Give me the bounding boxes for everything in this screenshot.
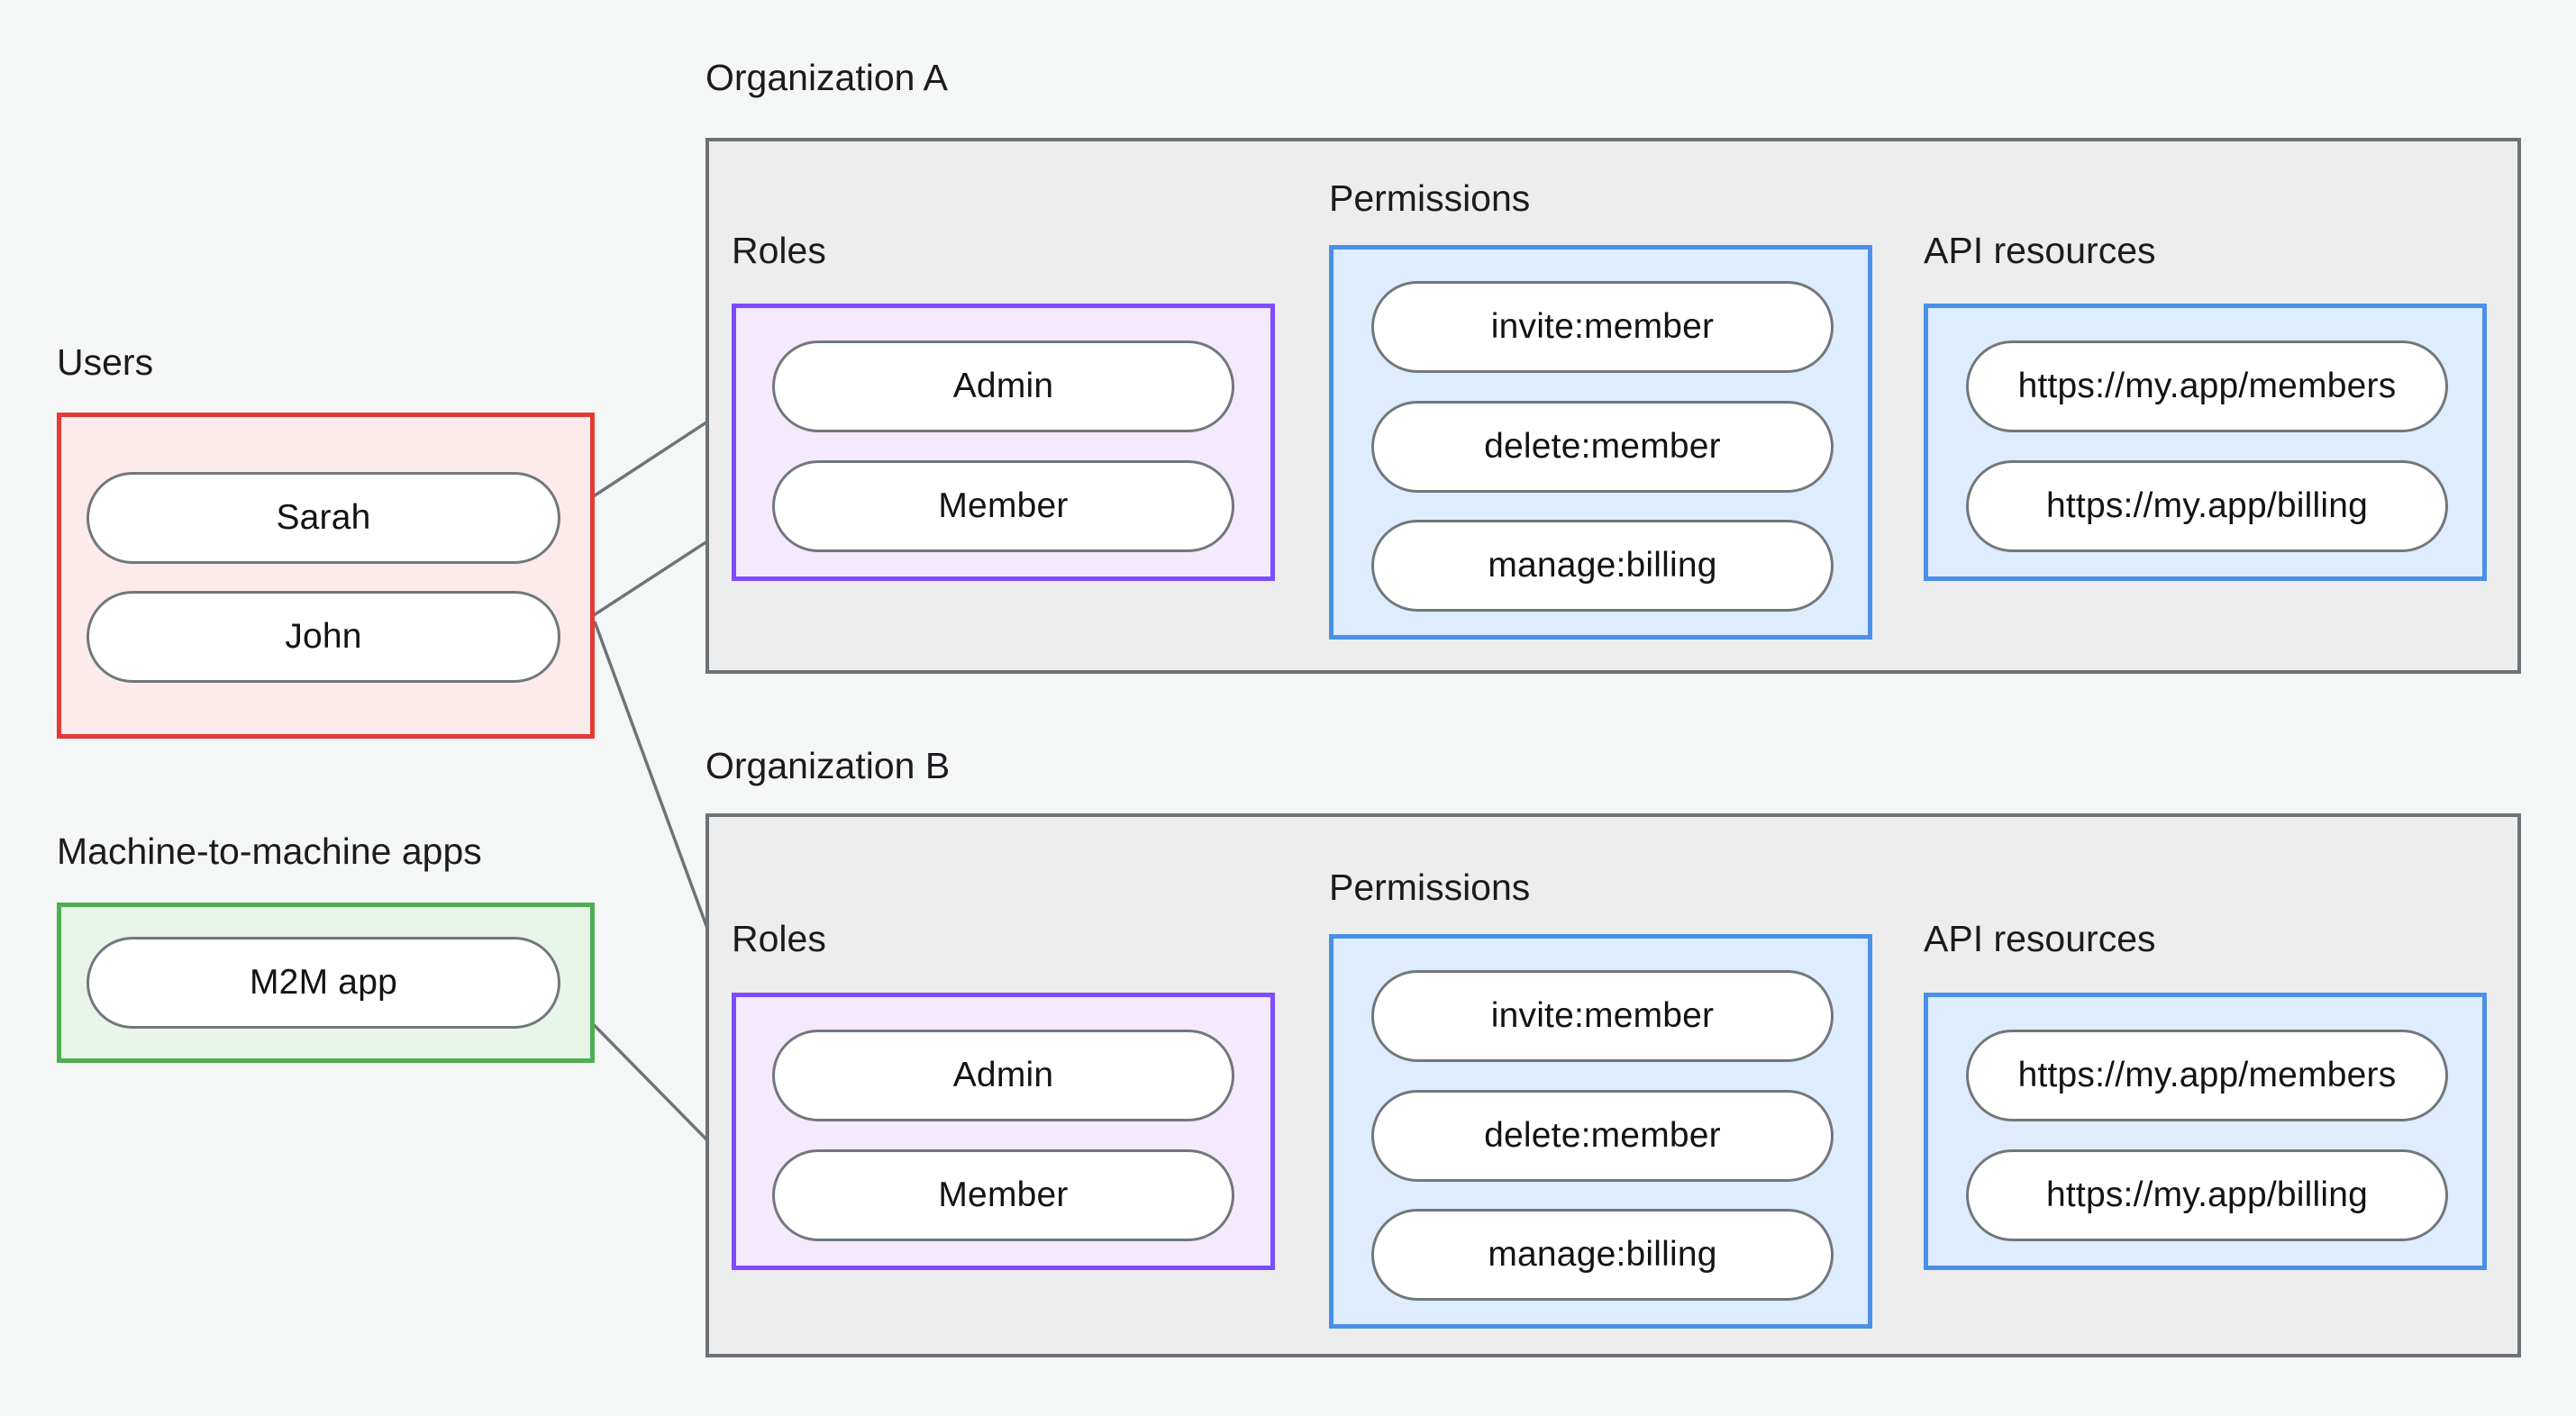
orgB-role-member[interactable]: Member — [772, 1149, 1234, 1241]
orgA-permission-delete-member[interactable]: delete:member — [1371, 401, 1834, 493]
organization-a-label: Organization A — [705, 57, 948, 98]
users-group — [57, 413, 595, 739]
orgA-permission-invite-member[interactable]: invite:member — [1371, 281, 1834, 373]
orgB-permissions-label: Permissions — [1329, 867, 1531, 908]
user-john[interactable]: John — [86, 591, 560, 683]
orgB-role-admin[interactable]: Admin — [772, 1030, 1234, 1121]
organization-b-label: Organization B — [705, 745, 951, 786]
user-sarah[interactable]: Sarah — [86, 472, 560, 564]
m2m-app[interactable]: M2M app — [86, 937, 560, 1029]
orgB-api-resource-members[interactable]: https://my.app/members — [1966, 1030, 2448, 1121]
orgB-permission-delete-member[interactable]: delete:member — [1371, 1090, 1834, 1182]
orgA-roles-label: Roles — [732, 230, 826, 271]
orgA-permissions-label: Permissions — [1329, 177, 1531, 219]
orgA-role-admin[interactable]: Admin — [772, 340, 1234, 432]
orgB-permission-invite-member[interactable]: invite:member — [1371, 970, 1834, 1062]
orgA-api-resources-label: API resources — [1924, 230, 2156, 271]
users-label: Users — [57, 341, 154, 383]
m2m-apps-label: Machine-to-machine apps — [57, 831, 482, 872]
orgB-roles-label: Roles — [732, 918, 826, 959]
orgA-api-resource-billing[interactable]: https://my.app/billing — [1966, 460, 2448, 552]
orgA-permission-manage-billing[interactable]: manage:billing — [1371, 520, 1834, 612]
orgB-api-resources-label: API resources — [1924, 918, 2156, 959]
orgB-permission-manage-billing[interactable]: manage:billing — [1371, 1209, 1834, 1301]
orgA-role-member[interactable]: Member — [772, 460, 1234, 552]
orgA-api-resource-members[interactable]: https://my.app/members — [1966, 340, 2448, 432]
orgB-api-resource-billing[interactable]: https://my.app/billing — [1966, 1149, 2448, 1241]
